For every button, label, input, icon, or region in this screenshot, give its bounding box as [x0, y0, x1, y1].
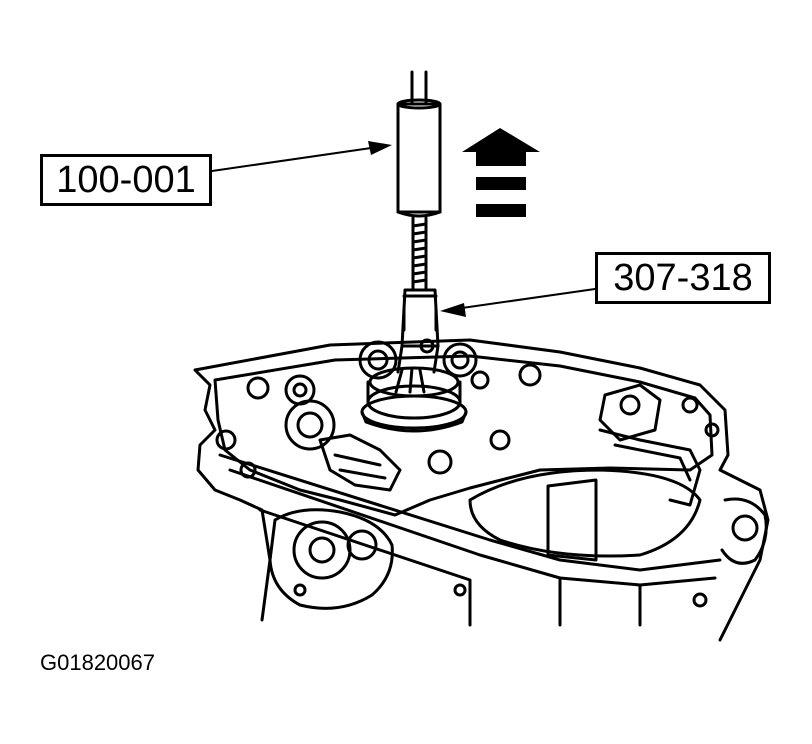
- threaded-rod: [411, 216, 428, 292]
- figure-identifier: G01820067: [40, 650, 155, 675]
- slide-hammer-100-001: [396, 70, 442, 218]
- leader-arrowhead-100: [368, 141, 392, 155]
- puller-tool-307-318: [396, 288, 440, 374]
- bearing-race: [360, 366, 468, 433]
- callout-label-100-001: 100-001: [40, 154, 212, 206]
- direction-up-arrow-icon: [462, 128, 540, 217]
- leader-lines: [211, 146, 596, 311]
- callout-label-307-318: 307-318: [595, 252, 771, 304]
- transmission-case: [193, 338, 770, 642]
- leader-arrowhead-307: [440, 303, 466, 317]
